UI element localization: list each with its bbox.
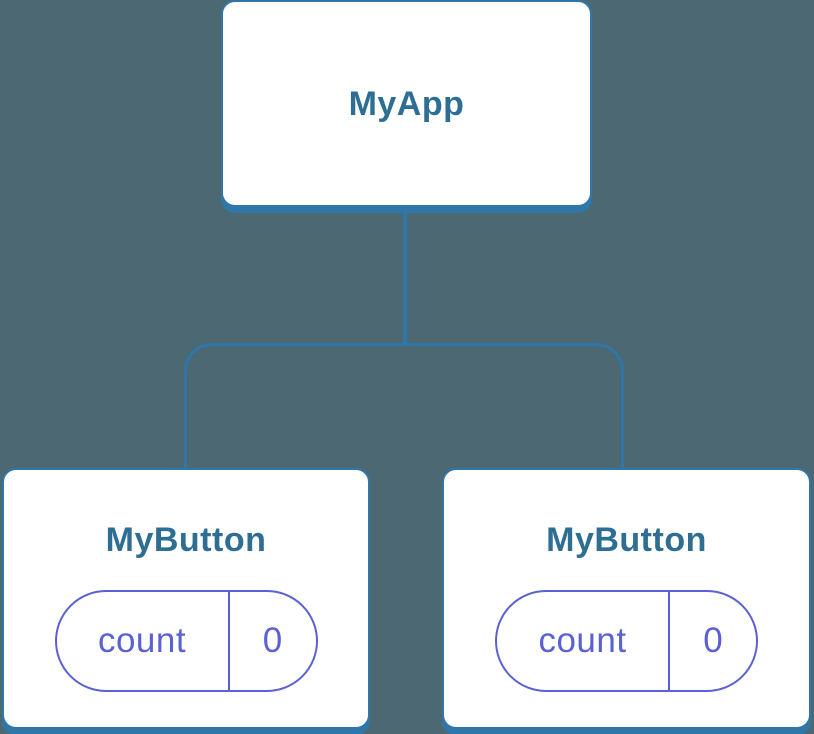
node-title: MyApp (348, 84, 465, 123)
tree-node-mybutton-1: MyButton count 0 (2, 468, 370, 729)
connector-stem (403, 213, 407, 345)
state-pill: count 0 (54, 590, 318, 692)
state-value: 0 (668, 592, 756, 690)
state-pill: count 0 (495, 590, 758, 692)
state-name: count (97, 621, 187, 660)
node-title: MyButton (546, 521, 707, 559)
tree-node-myapp: MyApp (221, 0, 592, 207)
connector-bracket (184, 343, 624, 471)
state-name: count (538, 621, 627, 660)
tree-node-mybutton-2: MyButton count 0 (442, 468, 811, 729)
state-value: 0 (227, 592, 316, 690)
node-title: MyButton (105, 521, 267, 559)
